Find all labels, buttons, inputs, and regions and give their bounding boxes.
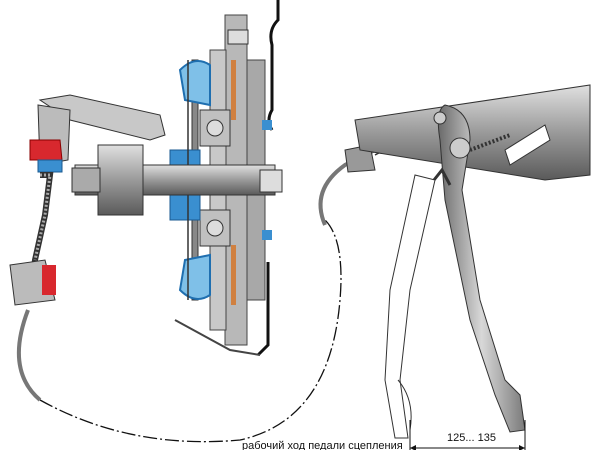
input-shaft	[71, 144, 283, 216]
pedal-bracket	[354, 84, 591, 181]
pedal-travel-dimension: 125... 135	[447, 432, 496, 444]
release-fork	[9, 94, 166, 306]
clutch-pedal-depressed	[384, 174, 436, 439]
pedal-travel-caption: рабочий ход педали сцепления	[242, 440, 403, 450]
dimension-line	[409, 420, 526, 450]
